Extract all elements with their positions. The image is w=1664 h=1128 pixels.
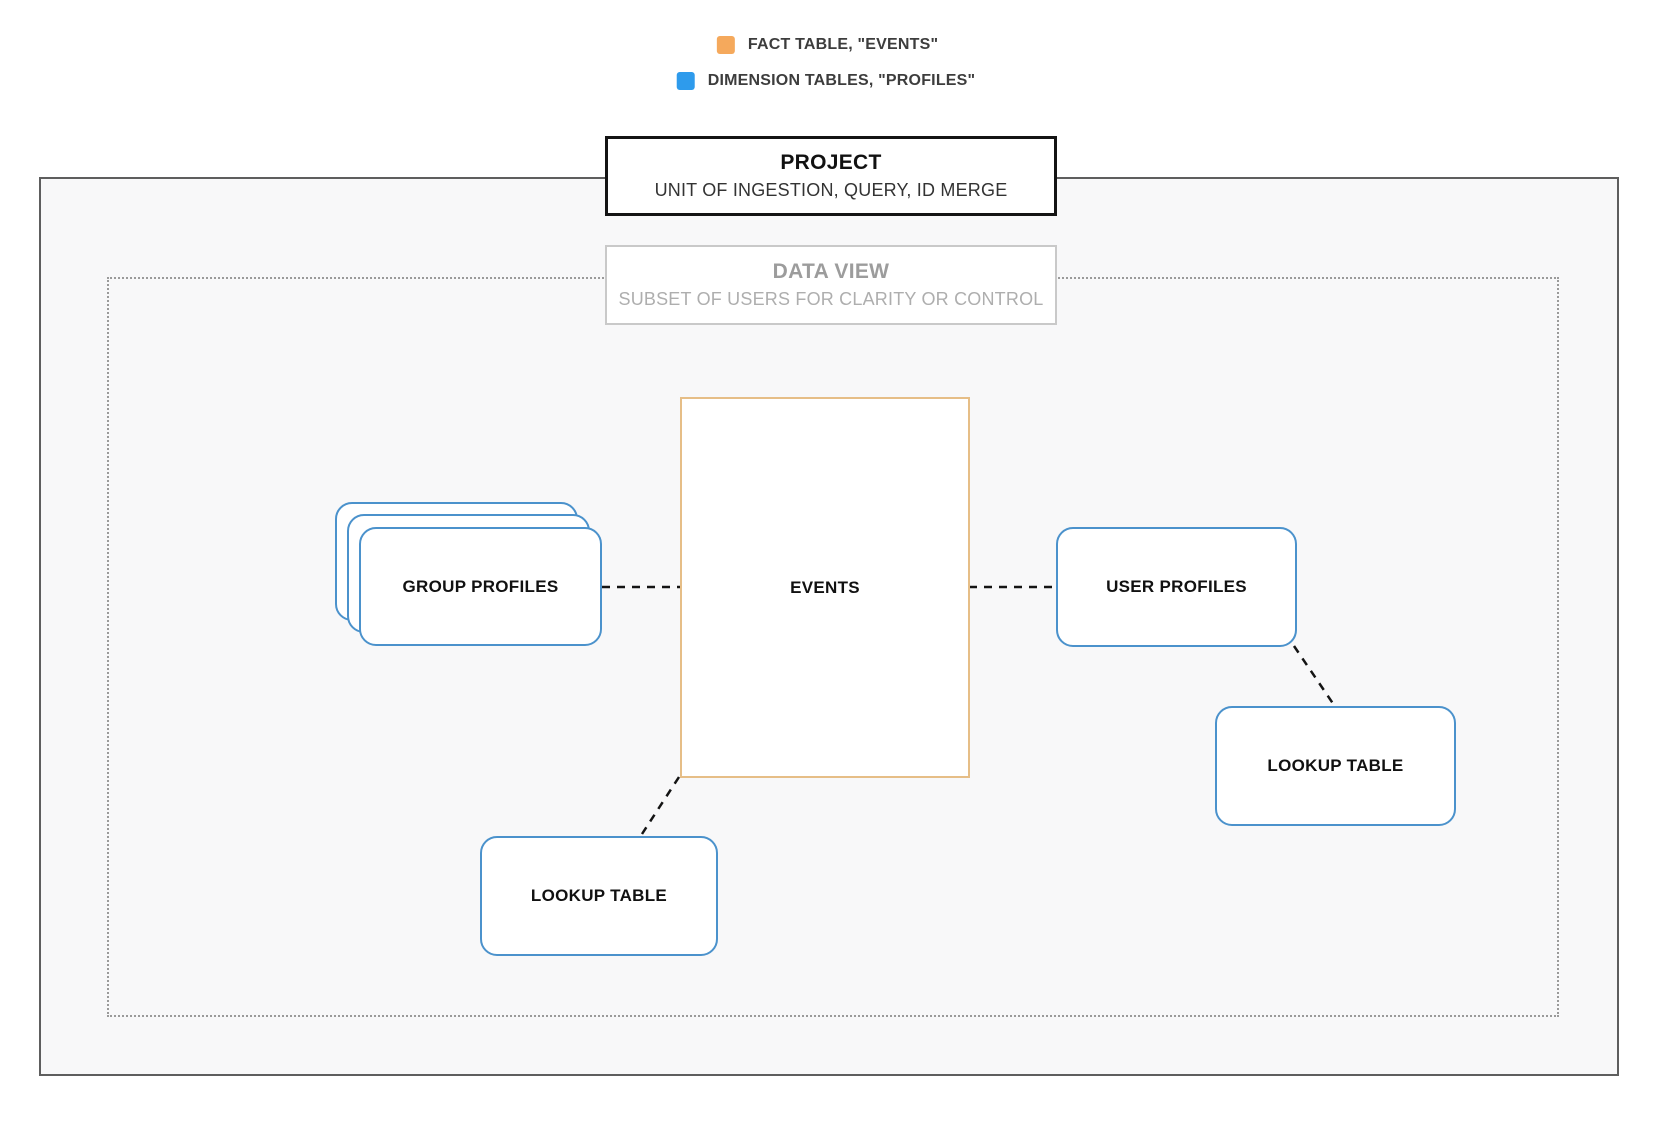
data-view-title: DATA VIEW xyxy=(772,260,890,283)
data-view-header-box: DATA VIEW SUBSET OF USERS FOR CLARITY OR… xyxy=(605,245,1057,325)
node-group-profiles: GROUP PROFILES xyxy=(359,527,602,646)
fact-table-swatch-icon xyxy=(716,36,735,54)
project-header-box: PROJECT UNIT OF INGESTION, QUERY, ID MER… xyxy=(605,136,1057,216)
node-lookup-table-right-label: LOOKUP TABLE xyxy=(1267,756,1404,775)
node-user-profiles: USER PROFILES xyxy=(1056,527,1297,647)
project-title: PROJECT xyxy=(780,151,882,174)
node-events-label: EVENTS xyxy=(790,577,860,597)
node-events: EVENTS xyxy=(680,397,970,778)
node-group-profiles-label: GROUP PROFILES xyxy=(402,576,559,596)
node-lookup-table-bottom: LOOKUP TABLE xyxy=(480,836,718,956)
legend-label-fact-table: FACT TABLE, "EVENTS" xyxy=(747,36,939,53)
project-subtitle: UNIT OF INGESTION, QUERY, ID MERGE xyxy=(654,180,1008,200)
legend-label-dimension-tables: DIMENSION TABLES, "PROFILES" xyxy=(707,72,976,89)
legend-item-dimension-tables: DIMENSION TABLES, "PROFILES" xyxy=(676,72,976,90)
dimension-tables-swatch-icon xyxy=(676,72,695,90)
edge-events-lookup-table-bottom xyxy=(640,776,681,835)
edge-user-profiles-lookup-table-right xyxy=(1292,645,1336,706)
node-lookup-table-right: LOOKUP TABLE xyxy=(1215,706,1456,826)
node-lookup-table-bottom-label: LOOKUP TABLE xyxy=(530,886,668,905)
data-view-subtitle: SUBSET OF USERS FOR CLARITY OR CONTROL xyxy=(618,289,1044,309)
legend-item-fact-table: FACT TABLE, "EVENTS" xyxy=(716,36,939,54)
node-user-profiles-label: USER PROFILES xyxy=(1106,577,1247,596)
